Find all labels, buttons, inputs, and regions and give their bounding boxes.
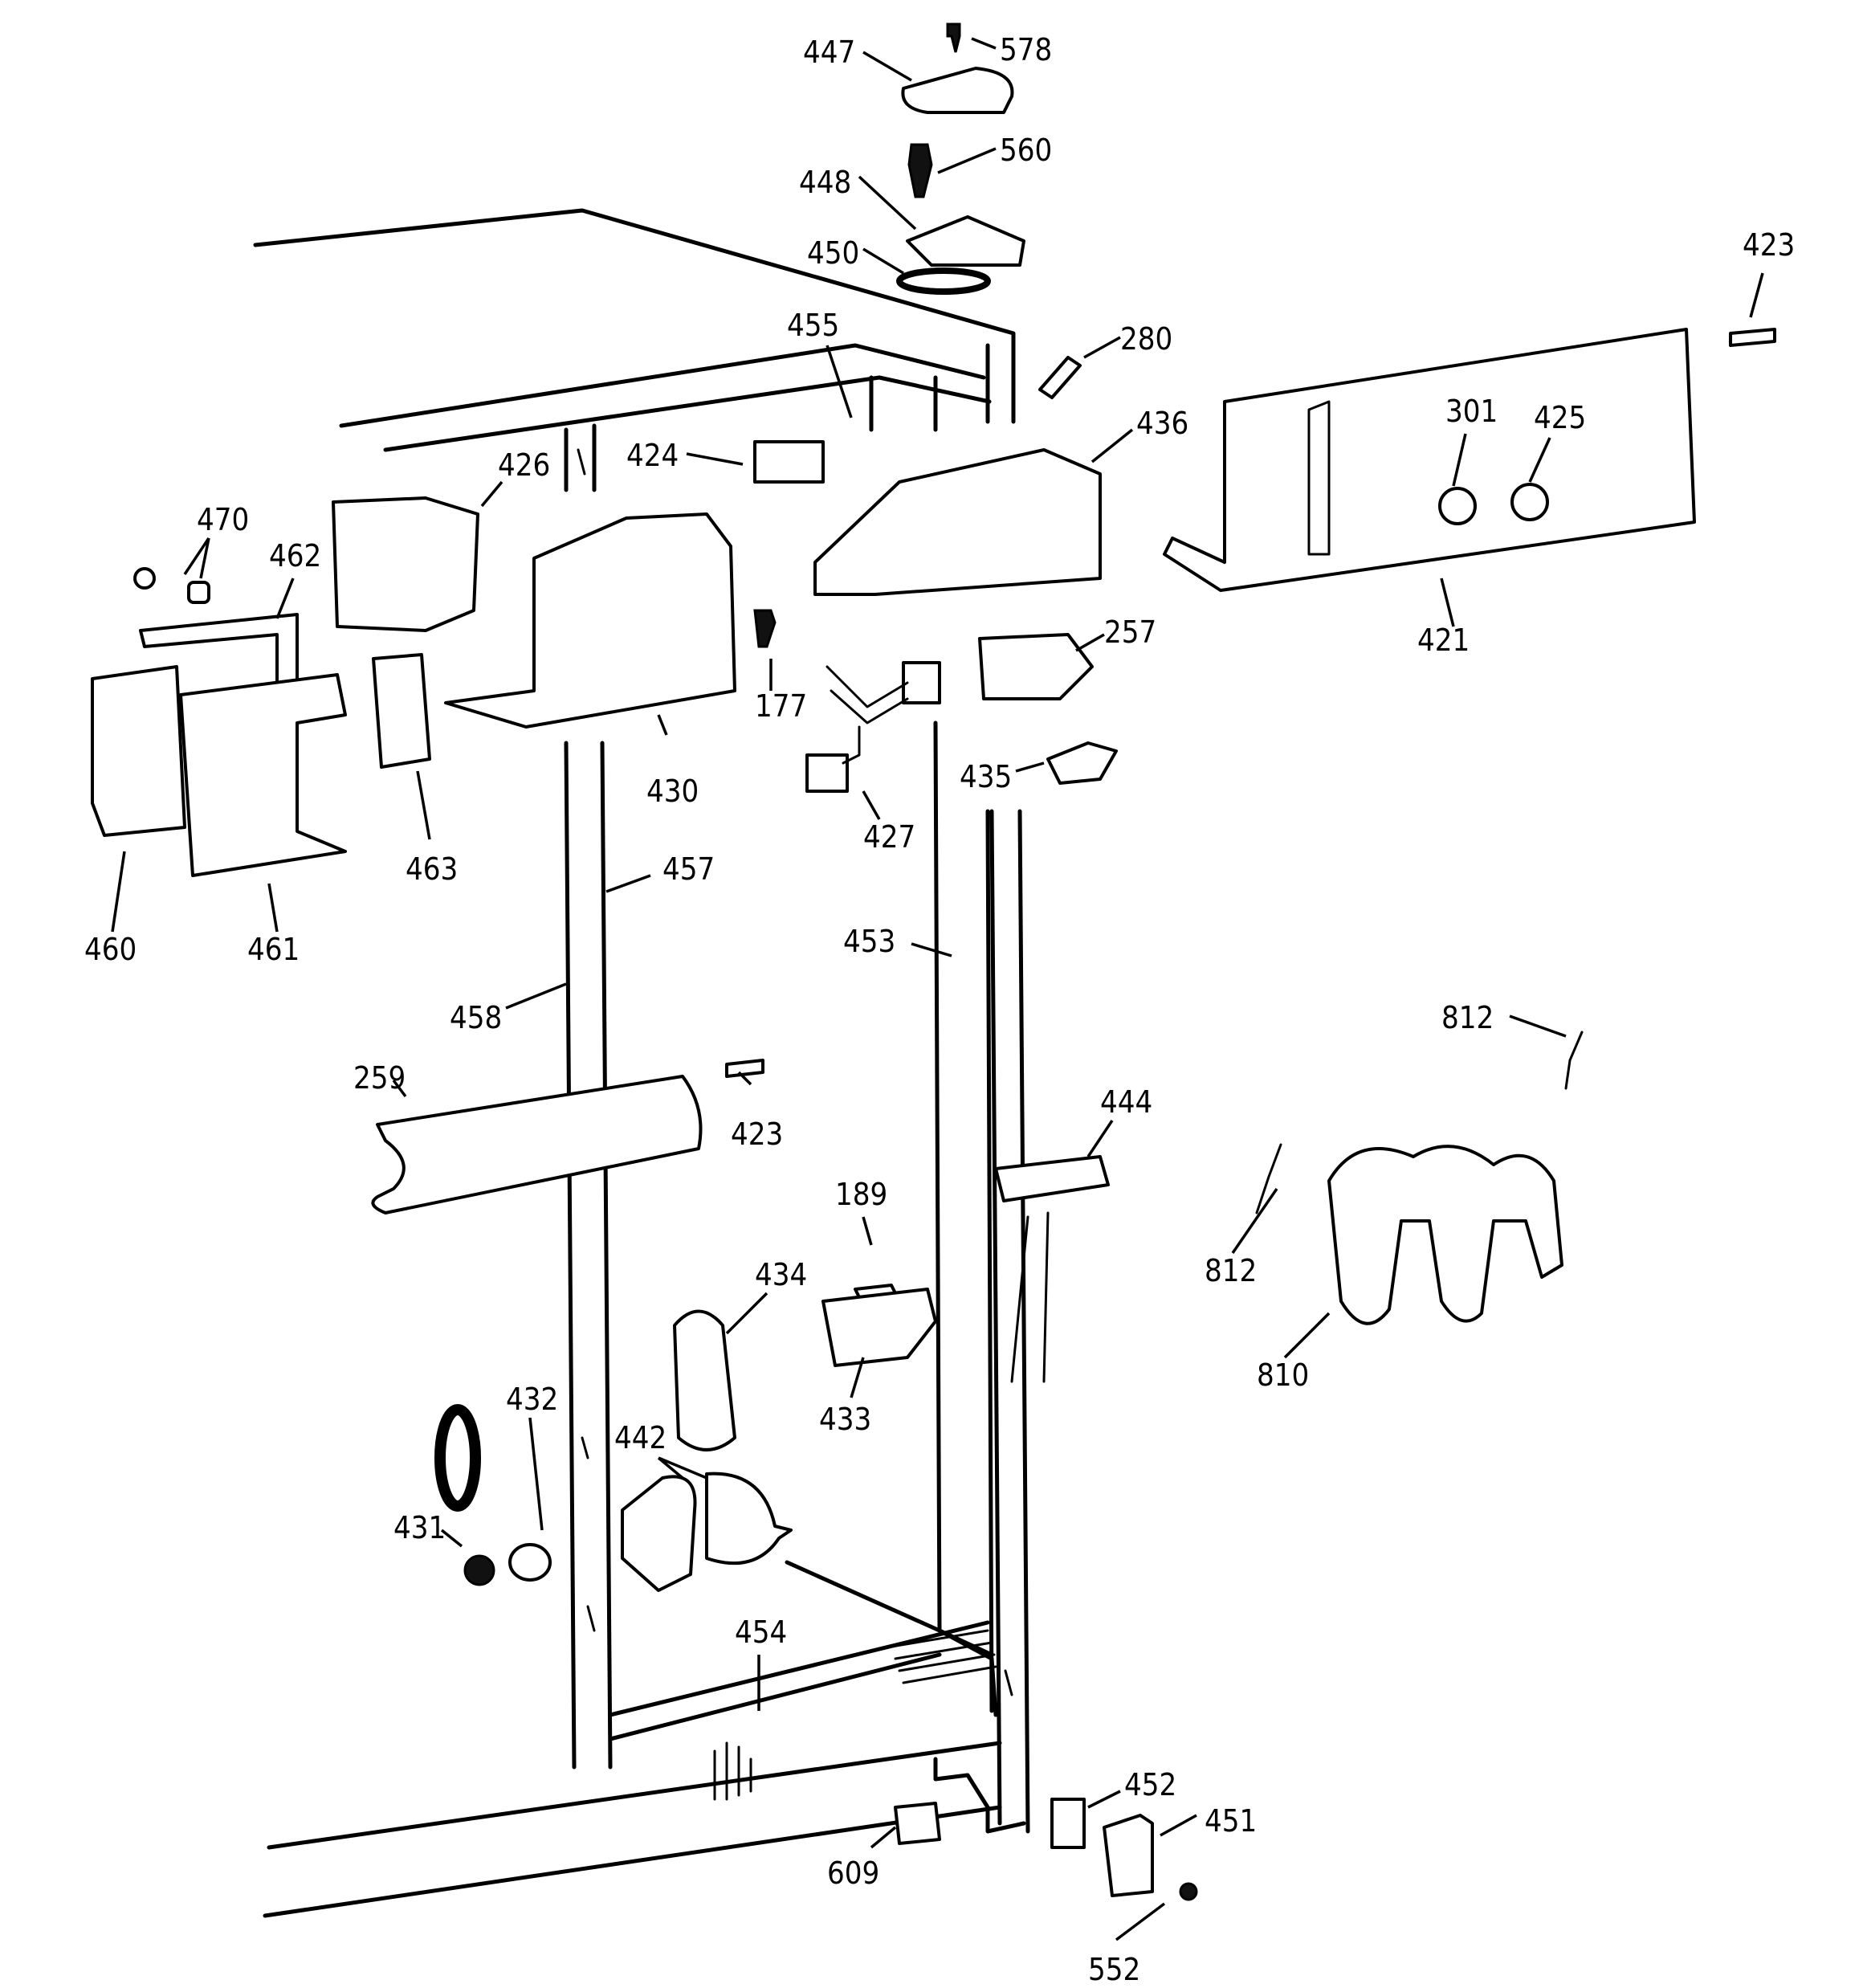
callout-448: 448	[799, 165, 851, 200]
callout-431: 431	[393, 1510, 446, 1545]
callout-461: 461	[247, 932, 300, 967]
part-450-shim	[896, 267, 991, 295]
part-427-harness	[805, 661, 941, 793]
part-463-bracket	[372, 653, 431, 769]
part-442-damper-plate	[705, 1472, 793, 1565]
part-426-housing	[332, 496, 479, 632]
callout-424: 424	[626, 438, 679, 473]
part-451-bracket	[1103, 1814, 1154, 1897]
callout-442: 442	[614, 1420, 667, 1455]
part-433-switch	[821, 1288, 937, 1367]
part-444-switch	[994, 1155, 1110, 1202]
part-421-control-panel	[1163, 328, 1696, 592]
part-609-cap	[894, 1802, 941, 1845]
part-301-knob	[1438, 487, 1477, 525]
callout-455: 455	[787, 308, 839, 343]
part-430-housing	[444, 512, 736, 729]
callout-425: 425	[1534, 400, 1586, 435]
part-560-screw	[907, 143, 933, 198]
callout-444: 444	[1100, 1084, 1152, 1120]
callout-453: 453	[843, 924, 895, 959]
part-812-tube-lower	[1255, 1143, 1282, 1214]
callout-427: 427	[863, 819, 915, 855]
callout-812-bottom: 812	[1205, 1253, 1257, 1288]
callout-280: 280	[1120, 321, 1172, 357]
callout-462: 462	[269, 538, 321, 574]
part-442-damper	[621, 1475, 697, 1592]
part-432-bushing	[508, 1543, 552, 1582]
cabinet-frame	[253, 208, 1030, 1918]
part-431-bushing	[463, 1554, 495, 1586]
part-470-screw	[133, 567, 156, 590]
part-810-heater-coil	[1327, 1145, 1563, 1325]
part-448-hinge	[906, 215, 1025, 267]
callout-560: 560	[1000, 133, 1052, 168]
part-452-shim	[1050, 1798, 1086, 1849]
callout-430: 430	[646, 774, 699, 809]
callout-812-top: 812	[1441, 1000, 1494, 1035]
part-447-hinge-cover	[901, 67, 1014, 114]
part-552-screw	[1179, 1882, 1198, 1901]
callout-454: 454	[735, 1614, 787, 1650]
part-434-grille	[673, 1309, 736, 1451]
part-578-screw	[946, 22, 961, 53]
part-460-housing	[91, 665, 186, 837]
callout-434: 434	[755, 1257, 807, 1292]
callout-421: 421	[1417, 623, 1470, 658]
part-423-fastener-mid	[725, 1059, 764, 1078]
part-177-screw	[753, 609, 777, 648]
callout-463: 463	[406, 851, 458, 887]
part-431-grommet	[434, 1404, 481, 1512]
callout-552: 552	[1088, 1952, 1140, 1987]
callout-457: 457	[662, 851, 715, 887]
part-470-spacer	[187, 581, 210, 604]
callout-609: 609	[827, 1855, 879, 1891]
callout-447: 447	[803, 35, 855, 70]
part-259-cover	[371, 1075, 703, 1214]
part-257-timer	[978, 633, 1094, 700]
callout-433: 433	[819, 1402, 871, 1437]
callout-259: 259	[353, 1060, 406, 1096]
part-435-fitting	[1046, 741, 1118, 785]
part-425-knob	[1510, 483, 1549, 521]
callout-177: 177	[755, 688, 807, 724]
leader-lines	[111, 37, 1764, 1941]
callout-423-top: 423	[1743, 227, 1795, 263]
callout-301: 301	[1445, 394, 1498, 429]
callout-436: 436	[1136, 406, 1188, 441]
callout-578: 578	[1000, 32, 1052, 67]
callout-450: 450	[807, 235, 859, 271]
part-436-control-box	[813, 448, 1102, 596]
callout-458: 458	[450, 1000, 502, 1035]
callout-426: 426	[498, 447, 550, 483]
callout-470: 470	[197, 502, 249, 537]
callout-labels: 447 578 560 448 450 423 455 280 436 301 …	[84, 32, 1795, 1987]
part-423-fastener-top	[1729, 328, 1776, 347]
callout-189: 189	[835, 1177, 887, 1212]
callout-257: 257	[1104, 614, 1156, 650]
callout-452: 452	[1124, 1767, 1176, 1802]
callout-451: 451	[1205, 1803, 1257, 1839]
part-812-tube-upper	[1564, 1031, 1584, 1090]
callout-460: 460	[84, 932, 137, 967]
callout-423-mid: 423	[731, 1116, 783, 1152]
callout-435: 435	[960, 759, 1012, 794]
callout-432: 432	[506, 1382, 558, 1417]
part-424-switch	[753, 440, 825, 484]
part-280-bracket	[1038, 356, 1082, 399]
part-461-housing	[179, 673, 347, 877]
callout-810: 810	[1257, 1357, 1309, 1393]
